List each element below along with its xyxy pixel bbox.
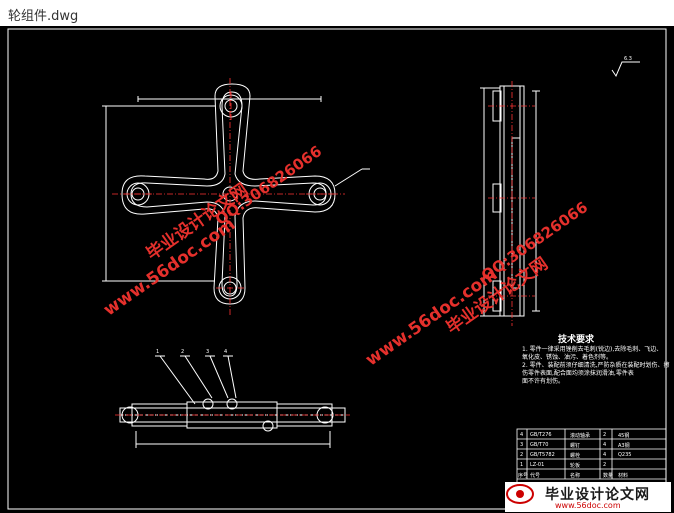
part-label-3: 3 bbox=[206, 349, 209, 355]
window-titlebar: 轮组件.dwg bbox=[0, 0, 674, 26]
tech-requirements-title: 技术要求 bbox=[558, 335, 595, 345]
roughness-symbol bbox=[611, 61, 640, 78]
tech-requirement-line: 面不许有划伤。 bbox=[522, 378, 565, 385]
part-label-4: 4 bbox=[224, 349, 227, 355]
part-label-1: 1 bbox=[156, 349, 159, 355]
cad-drawing: 6.3 1 2 bbox=[7, 28, 667, 510]
logo-url: www.56doc.com bbox=[555, 501, 621, 510]
tech-requirement-line: 2. 零件、装配前须仔细清洗,严防杂质在装配时划伤、擦 bbox=[522, 362, 670, 369]
logo-name: 毕业设计论文网 bbox=[545, 487, 650, 503]
tech-requirement-line: 1. 零件一律采用锉削去毛刺(锐边),去除毛刺、飞边、 bbox=[522, 346, 663, 353]
cad-viewport[interactable]: 6.3 1 2 bbox=[0, 26, 674, 513]
sheet-border bbox=[7, 28, 667, 510]
part-label-2: 2 bbox=[181, 349, 184, 355]
tech-requirement-line: 伤零件表面,配合面均须涂抹润滑油,零件表 bbox=[522, 370, 634, 377]
roughness-value: 6.3 bbox=[624, 56, 632, 62]
site-logo: 毕业设计论文网 www.56doc.com bbox=[505, 482, 671, 512]
logo-icon bbox=[506, 484, 534, 504]
tech-requirement-line: 氧化皮、锈蚀、油污、着色剂等。 bbox=[522, 354, 613, 361]
center-lines bbox=[112, 78, 345, 316]
bottom-view bbox=[119, 355, 346, 448]
window-title: 轮组件.dwg bbox=[8, 9, 79, 24]
